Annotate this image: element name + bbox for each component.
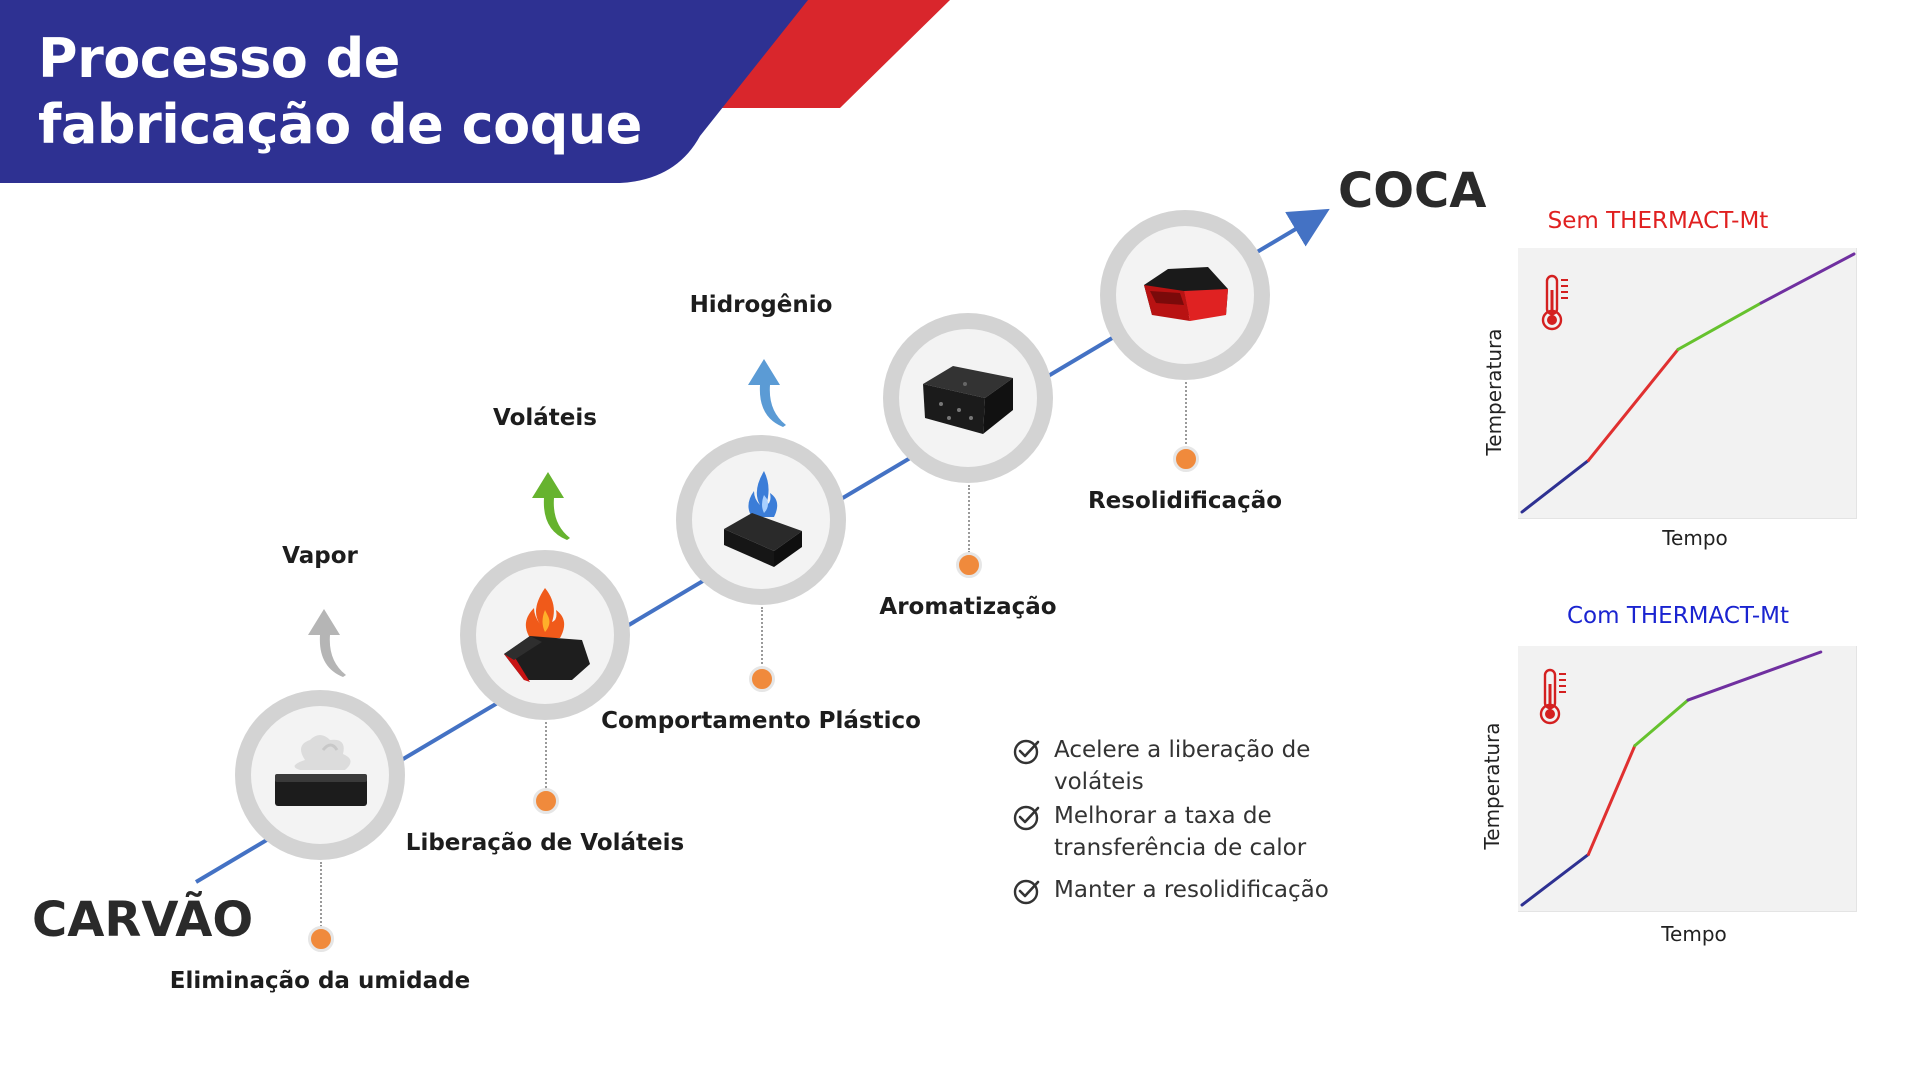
step-stem xyxy=(1185,382,1187,452)
step-node-liberacao xyxy=(460,550,630,720)
end-label-coca: COCA xyxy=(1338,163,1487,219)
check-circle-icon xyxy=(1013,805,1040,831)
header-banner xyxy=(0,0,950,183)
step-label-eliminacao: Eliminação da umidade xyxy=(169,968,471,994)
step-node-aromatizacao xyxy=(883,313,1053,483)
chart-line-segment xyxy=(1676,301,1763,351)
step-label-liberacao: Liberação de Voláteis xyxy=(405,830,685,856)
step-dot xyxy=(533,788,559,814)
benefit-text: Acelere a liberação de voláteis xyxy=(1054,737,1311,795)
chart-ylabel: Temperatura xyxy=(1482,328,1506,456)
hidrogenio-arrow-icon xyxy=(748,359,786,427)
chart-sem xyxy=(1518,248,1857,519)
chart-line-segment xyxy=(1633,698,1690,748)
step-dot xyxy=(749,666,775,692)
chart-xlabel: Tempo xyxy=(1661,922,1727,946)
coal-block-icon xyxy=(923,366,1013,434)
chart-plot xyxy=(1520,252,1856,514)
title-line-2: fabricação de coque xyxy=(38,93,642,156)
chart-line-segment xyxy=(1520,458,1590,514)
coke-red-icon xyxy=(1144,267,1228,321)
chart-title-com: Com THERMACT-Mt xyxy=(1566,603,1790,629)
benefit-text: Melhorar a taxa de transferência de calo… xyxy=(1054,803,1307,861)
step-label-resolidificacao: Resolidificação xyxy=(1087,488,1283,514)
step-dot xyxy=(308,926,334,952)
chart-line-segment xyxy=(1586,744,1637,856)
step-stem xyxy=(545,722,547,788)
chart-com xyxy=(1518,646,1857,912)
chart-line-segment xyxy=(1759,252,1856,305)
benefit-text: Manter a resolidificação xyxy=(1054,877,1329,903)
vapor-arrow-icon xyxy=(308,609,346,677)
chart-line-segment xyxy=(1686,650,1823,702)
page-title: Processo de fabricação de coque xyxy=(38,26,642,158)
chart-title-sem: Sem THERMACT-Mt xyxy=(1547,208,1769,234)
start-label-carvao: CARVÃO xyxy=(32,892,254,948)
step-node-resolidificacao xyxy=(1100,210,1270,380)
gas-label-volateis: Voláteis xyxy=(493,405,597,431)
gas-label-vapor: Vapor xyxy=(282,543,358,569)
coal-steam-icon xyxy=(275,735,367,806)
thermometer-icon xyxy=(1539,668,1566,725)
benefit-item: Manter a resolidificação xyxy=(1012,874,1354,906)
chart-line-segment xyxy=(1520,852,1590,907)
title-line-1: Processo de xyxy=(38,27,400,90)
chart-plot xyxy=(1520,650,1823,907)
check-circle-icon xyxy=(1013,879,1040,905)
thermometer-icon xyxy=(1541,274,1568,331)
step-label-plastico: Comportamento Plástico xyxy=(601,708,921,734)
coal-flame-icon xyxy=(504,588,590,682)
step-label-aromatizacao: Aromatização xyxy=(879,594,1057,620)
step-node-eliminacao xyxy=(235,690,405,860)
step-stem xyxy=(761,607,763,671)
step-stem xyxy=(320,862,322,930)
benefit-item: Melhorar a taxa de transferência de calo… xyxy=(1012,800,1324,864)
step-dot xyxy=(1173,446,1199,472)
step-node-plastico xyxy=(676,435,846,605)
coal-blue-flame-icon xyxy=(724,471,802,567)
step-dot xyxy=(956,552,982,578)
step-stem xyxy=(968,485,970,553)
check-circle-icon xyxy=(1013,739,1040,765)
volateis-arrow-icon xyxy=(532,472,570,540)
chart-line-segment xyxy=(1586,347,1680,462)
chart-ylabel: Temperatura xyxy=(1480,722,1504,850)
gas-label-hidrogenio: Hidrogênio xyxy=(689,292,833,318)
chart-xlabel: Tempo xyxy=(1662,526,1728,550)
benefit-item: Acelere a liberação de voláteis xyxy=(1012,734,1324,798)
header-blue-panel xyxy=(0,0,808,183)
